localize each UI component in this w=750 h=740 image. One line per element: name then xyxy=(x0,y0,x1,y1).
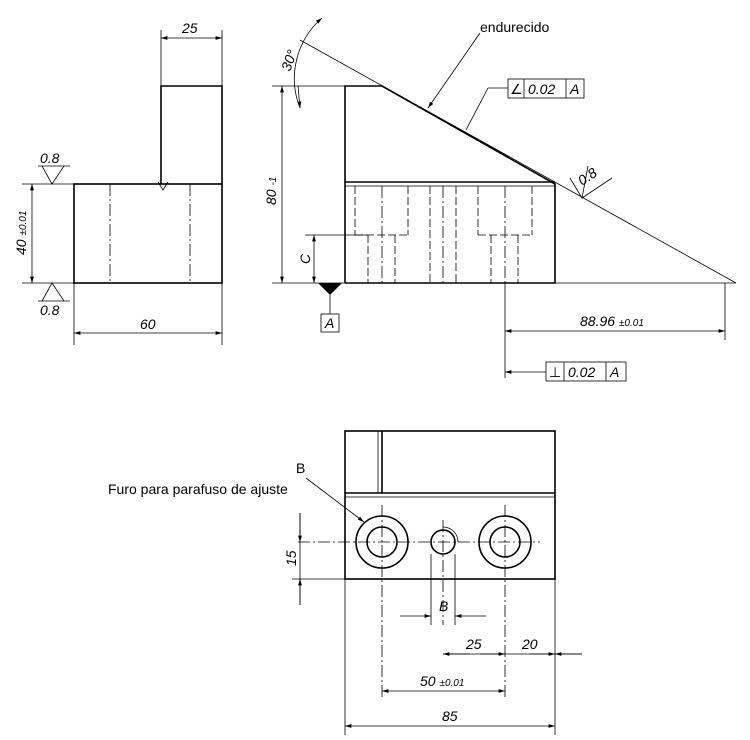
incline-extension-line xyxy=(299,39,737,284)
left-view-base xyxy=(73,183,223,284)
roughness-bottom-symbol: 0.8 xyxy=(38,282,70,318)
svg-text:0.02: 0.02 xyxy=(568,364,595,380)
dim-40-text: 40 ±0.01 xyxy=(13,211,29,255)
svg-text:⊥: ⊥ xyxy=(549,364,561,380)
roughness-top-symbol: 0.8 xyxy=(38,150,70,185)
dim-85-text: 85 xyxy=(442,708,458,724)
top-view-outline xyxy=(344,430,556,580)
svg-text:A: A xyxy=(609,364,619,380)
datum-a-symbol: A xyxy=(318,283,342,333)
left-view-notch xyxy=(157,181,169,191)
dim-c-text: C xyxy=(297,253,313,264)
dim-25-text: 25 xyxy=(181,20,198,36)
hole-adjust xyxy=(430,526,459,555)
dim-80-text: 80 -1 xyxy=(263,177,279,205)
hardened-label: endurecido xyxy=(480,19,549,35)
angle-arc xyxy=(293,17,323,109)
left-view: 25 40 ±0.01 60 0.8 0.8 xyxy=(13,20,223,345)
front-view: 80 -1 C 30° endurecido ∠ 0.02 A xyxy=(263,17,737,382)
dim-88-text: 88.96 ±0.01 xyxy=(580,313,644,329)
dim-50-text: 50 ±0.01 xyxy=(420,673,464,689)
svg-text:A: A xyxy=(569,81,579,97)
dim-25b-text: 25 xyxy=(465,636,482,652)
dim-b-text: B xyxy=(439,598,448,614)
adjust-hole-leader xyxy=(305,477,365,523)
svg-text:0.8: 0.8 xyxy=(575,164,600,188)
angle-text: 30° xyxy=(278,47,300,73)
dim-20-text: 20 xyxy=(521,636,538,652)
svg-text:∠: ∠ xyxy=(510,81,523,97)
top-view: B Furo para parafuso de ajuste 15 B 25 2… xyxy=(108,430,582,735)
hole-ref-b-label: B xyxy=(296,460,305,476)
perpendicularity-frame: ⊥ 0.02 A xyxy=(545,361,627,382)
angularity-frame: ∠ 0.02 A xyxy=(507,78,585,99)
dim-60-text: 60 xyxy=(140,316,156,332)
hardened-leader xyxy=(427,32,481,109)
dim-15-text: 15 xyxy=(283,550,299,566)
svg-text:0.8: 0.8 xyxy=(40,302,60,318)
front-view-outline xyxy=(344,85,556,284)
roughness-incline-symbol: 0.8 xyxy=(569,164,613,200)
left-view-upright xyxy=(160,85,223,184)
svg-text:A: A xyxy=(324,315,334,331)
svg-text:0.8: 0.8 xyxy=(40,150,60,166)
svg-text:0.02: 0.02 xyxy=(528,81,555,97)
adjust-hole-label: Furo para parafuso de ajuste xyxy=(108,481,288,497)
hidden-hole-lines xyxy=(354,186,533,283)
